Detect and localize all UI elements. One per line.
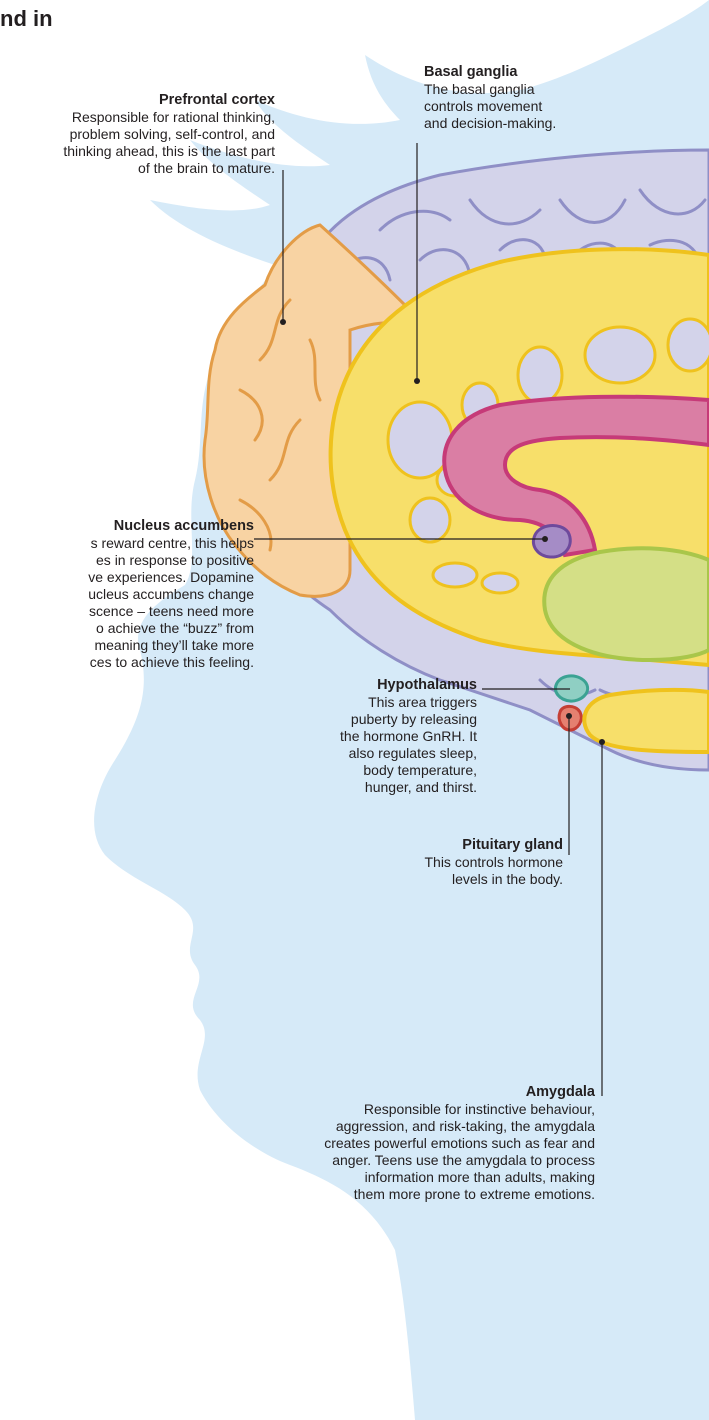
label-line: information more than adults, making	[235, 1169, 595, 1186]
label-line: meaning they’ll take more	[0, 637, 254, 654]
thalamus	[544, 548, 709, 660]
label-line: hunger, and thirst.	[277, 779, 477, 796]
label-line: o achieve the “buzz” from	[0, 620, 254, 637]
label-line: and decision-making.	[424, 115, 624, 132]
label-title: Prefrontal cortex	[0, 92, 275, 109]
label-line: aggression, and risk-taking, the amygdal…	[235, 1118, 595, 1135]
label-amygdala: Amygdala Responsible for instinctive beh…	[235, 1084, 595, 1203]
label-line: levels in the body.	[363, 871, 563, 888]
label-line: anger. Teens use the amygdala to process	[235, 1152, 595, 1169]
label-line: problem solving, self-control, and	[0, 126, 275, 143]
label-line: ces to achieve this feeling.	[0, 654, 254, 671]
label-line: Responsible for rational thinking,	[0, 109, 275, 126]
label-line: the hormone GnRH. It	[277, 728, 477, 745]
label-line: This area triggers	[277, 694, 477, 711]
headline: nd in	[0, 6, 53, 32]
label-line: them more prone to extreme emotions.	[235, 1186, 595, 1203]
label-line: s reward centre, this helps	[0, 535, 254, 552]
label-line: creates powerful emotions such as fear a…	[235, 1135, 595, 1152]
label-line: body temperature,	[277, 762, 477, 779]
label-title: Pituitary gland	[363, 837, 563, 854]
label-line: also regulates sleep,	[277, 745, 477, 762]
label-title: Hypothalamus	[277, 677, 477, 694]
label-line: puberty by releasing	[277, 711, 477, 728]
label-line: The basal ganglia	[424, 81, 624, 98]
label-hypothalamus: Hypothalamus This area triggers puberty …	[277, 677, 477, 796]
label-title: Basal ganglia	[424, 64, 624, 81]
label-line: controls movement	[424, 98, 624, 115]
label-title: Nucleus accumbens	[0, 518, 254, 535]
label-title: Amygdala	[235, 1084, 595, 1101]
label-line: ucleus accumbens change	[0, 586, 254, 603]
label-line: This controls hormone	[363, 854, 563, 871]
label-nucleus-accumbens: Nucleus accumbens s reward centre, this …	[0, 518, 254, 671]
label-line: es in response to positive	[0, 552, 254, 569]
label-line: of the brain to mature.	[0, 160, 275, 177]
label-basal-ganglia: Basal ganglia The basal ganglia controls…	[424, 64, 624, 132]
label-line: scence – teens need more	[0, 603, 254, 620]
label-pituitary-gland: Pituitary gland This controls hormone le…	[363, 837, 563, 888]
label-line: ve experiences. Dopamine	[0, 569, 254, 586]
label-line: thinking ahead, this is the last part	[0, 143, 275, 160]
label-line: Responsible for instinctive behaviour,	[235, 1101, 595, 1118]
nucleus-accumbens	[533, 526, 570, 558]
label-prefrontal-cortex: Prefrontal cortex Responsible for ration…	[0, 92, 275, 177]
